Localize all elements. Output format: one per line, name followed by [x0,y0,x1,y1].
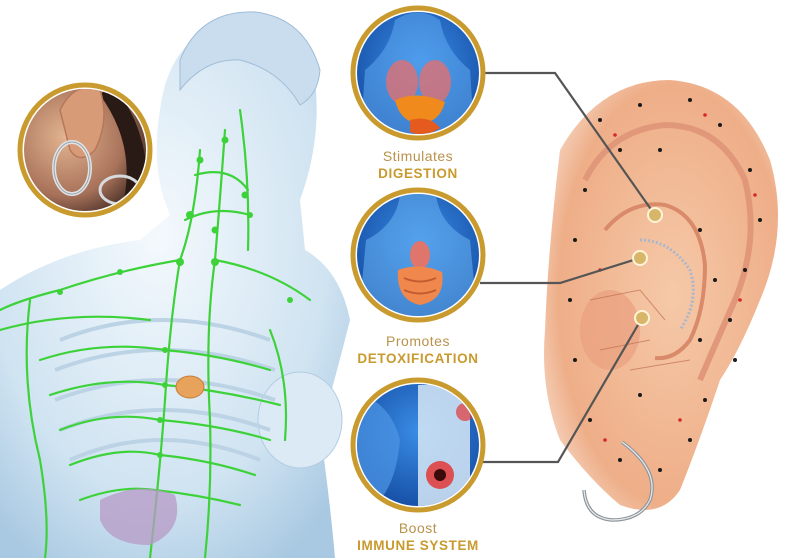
connector-lines [480,71,656,464]
benefit-target: DETOXIFICATION [357,351,479,366]
human-body-illustration [0,11,350,558]
hoop-earring-icon [582,440,654,522]
benefit-caption-digestion: Stimulates DIGESTION [328,148,508,182]
connector-immune [480,317,643,464]
acupoint-immune [634,310,650,326]
earring-photo-inset [17,82,153,218]
immune-cell-icon [350,377,486,513]
connector-detoxification [480,256,641,285]
benefit-caption-detoxification: Promotes DETOXIFICATION [328,333,508,367]
acupoint-detoxification [632,250,648,266]
acupoint-markers [632,207,663,326]
acupoint-digestion [647,207,663,223]
benefit-verb: Boost [398,520,438,536]
connector-digestion [480,71,656,216]
benefit-target: DIGESTION [378,166,458,181]
benefit-verb: Stimulates [382,148,454,164]
benefit-verb: Promotes [386,333,450,349]
ear-acupoint-illustration [544,80,778,522]
benefit-caption-immune-system: Boost IMMUNE SYSTEM [328,520,508,554]
benefit-target: IMMUNE SYSTEM [357,538,479,553]
intestines-icon [350,187,486,323]
digestive-system-icon [350,5,486,141]
